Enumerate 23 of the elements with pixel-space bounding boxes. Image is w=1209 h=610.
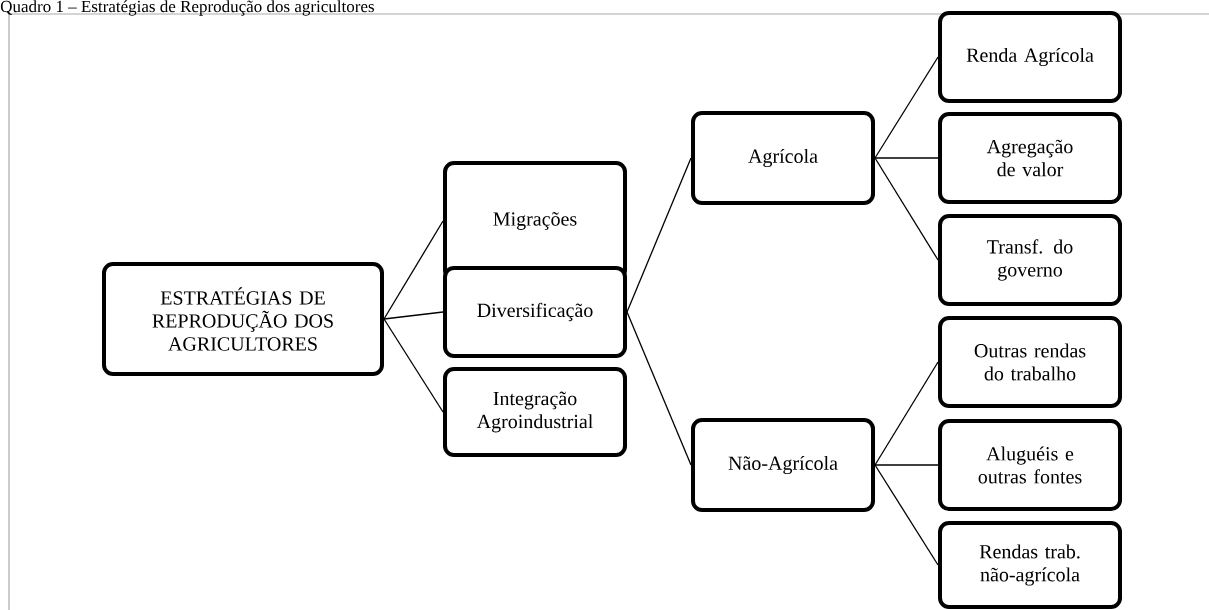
text-box: Transf. do governo [938, 214, 1122, 306]
connector-line [874, 464, 939, 566]
text-box: Renda Agrícola [938, 11, 1122, 103]
text-box: Agregação de valor [938, 112, 1122, 204]
text-box: Aluguéis e outras fontes [938, 419, 1122, 511]
connector-line [874, 56, 939, 159]
connector-line [626, 157, 692, 313]
text-box: Integração Agroindustrial [443, 367, 627, 457]
text-box: Outras rendas do trabalho [938, 316, 1122, 408]
title: Quadro 1 – Estratégias de Reprodução dos agricultores [0, 0, 374, 16]
connector-line [874, 157, 939, 159]
text-box: Agrícola [691, 111, 875, 205]
connector-line [874, 464, 939, 466]
connector-line [383, 311, 444, 320]
text-box: ESTRATÉGIAS DE REPRODUÇÃO DOS AGRICULTORES [102, 262, 384, 376]
connector-line [874, 157, 939, 261]
text-box: Diversificação [443, 266, 627, 358]
connector-line [626, 311, 692, 466]
connector-line [874, 361, 939, 466]
text-box: Não-Agrícola [691, 418, 875, 512]
connector-line [383, 318, 444, 413]
text-box: Rendas trab. não-agrícola [938, 521, 1122, 609]
connector-line [383, 220, 444, 320]
